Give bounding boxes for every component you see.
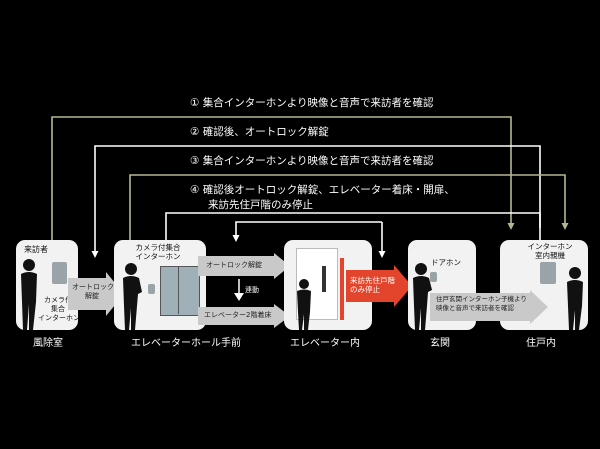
visitor-silhouette-icon xyxy=(21,259,37,330)
caption-entrance: 玄関 xyxy=(430,338,450,349)
wire-step3 xyxy=(129,174,569,240)
doorphone-icon xyxy=(430,272,437,282)
autolock-1-label: オートロック 解錠 xyxy=(72,283,114,300)
resident-silhouette-icon xyxy=(567,267,583,330)
entrance-visitor-silhouette-icon xyxy=(413,263,432,330)
intercom-icon xyxy=(52,262,67,284)
stop-only-label: 来訪先住戸階 のみ停止 xyxy=(350,276,395,294)
step-3: ③ 集合インターホンより映像と音声で来訪者を確認 xyxy=(190,155,434,167)
linked-label: 連動 xyxy=(245,286,259,294)
elevator-floor-label: エレベーター2階着床 xyxy=(204,311,272,319)
hall-panel-label: カメラ付集合 インターホン xyxy=(135,243,181,261)
arrow-elevator-floor xyxy=(198,304,290,328)
hall-visitor-silhouette-icon xyxy=(123,263,142,330)
hall-intercom-icon xyxy=(148,284,155,294)
arrow-linked xyxy=(234,279,244,301)
monitor-icon xyxy=(540,262,556,284)
glass-door xyxy=(160,266,200,316)
arrow-autolock-1 xyxy=(68,272,124,316)
wire-step4 xyxy=(162,212,541,258)
arrow-entrance-message xyxy=(430,290,548,324)
step-2: ② 確認後、オートロック解錠 xyxy=(190,126,329,138)
elevator-buttons xyxy=(322,266,326,292)
wire-elevator xyxy=(232,221,382,242)
monitor-label: インターホン 室内親機 xyxy=(527,242,573,260)
step-1: ① 集合インターホンより映像と音声で来訪者を確認 xyxy=(190,97,434,109)
visitor-label: 来訪者 xyxy=(24,245,48,254)
autolock-2-label: オートロック解錠 xyxy=(206,261,262,269)
caption-elevator-hall: エレベーターホール手前 xyxy=(131,338,241,349)
elevator-door-edge xyxy=(340,258,344,320)
caption-dwelling: 住戸内 xyxy=(526,338,556,349)
arrow-autolock-2 xyxy=(198,253,290,279)
elevator-visitor-silhouette-icon xyxy=(297,279,311,330)
entrance-message-label: 住戸玄関インターホン子機より 映像と音声で来訪者を確認 xyxy=(436,295,527,312)
wire-step2 xyxy=(91,145,541,258)
doorphone-label: ドアホン xyxy=(431,258,461,267)
caption-windscreen: 風除室 xyxy=(33,338,63,349)
caption-elevator: エレベーター内 xyxy=(290,338,360,349)
step-4: ④ 確認後オートロック解錠、エレベーター着床・開扉、 xyxy=(190,184,455,196)
arrow-stop-only xyxy=(346,265,412,307)
glass-door-divider xyxy=(178,266,179,314)
windscreen-panel-label: カメラ付 集合 インターホン xyxy=(38,296,80,322)
step-4-cont: 来訪先住戸階のみ停止 xyxy=(208,199,313,211)
wire-step1 xyxy=(51,116,515,240)
